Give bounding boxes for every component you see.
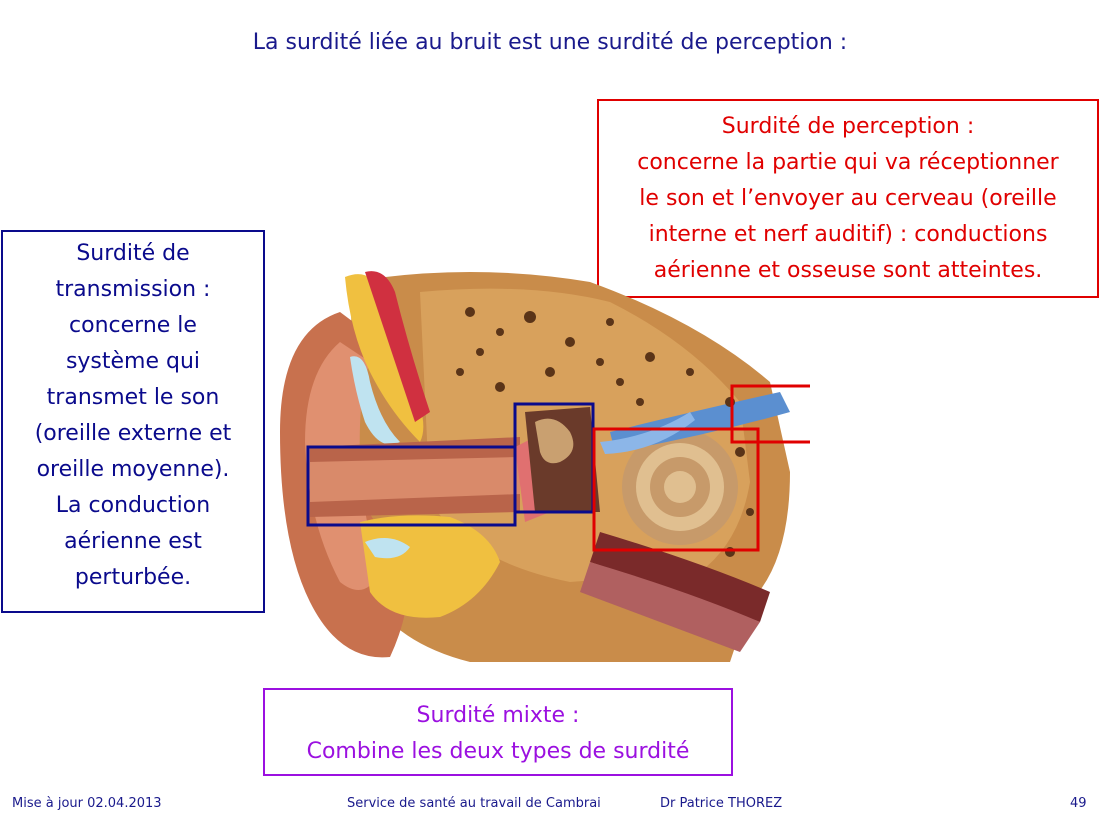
footer-author: Dr Patrice THOREZ [660, 796, 783, 811]
perception-box: Surdité de perception : concerne la part… [597, 99, 1099, 298]
ear-canal-inner-shape [310, 457, 520, 502]
transmission-line: Surdité de [76, 241, 190, 266]
footer-update: Mise à jour 02.04.2013 [12, 796, 162, 811]
cartilage-upper-shape [345, 274, 424, 442]
cartilage-highlight-lower-shape [365, 538, 410, 559]
perception-line: interne et nerf auditif) : conductions [648, 222, 1048, 247]
perception-line: Surdité de perception : [721, 114, 975, 139]
transmission-line: aérienne est [64, 529, 202, 554]
perception-line: le son et l’envoyer au cerveau (oreille [639, 186, 1057, 211]
vessel-layer-2-shape [580, 562, 760, 652]
page-number: 49 [1070, 796, 1087, 811]
transmission-line: La conduction [55, 493, 211, 518]
mixte-box: Surdité mixte : Combine les deux types d… [263, 688, 733, 776]
cochlea-ring-3 [664, 471, 696, 503]
ear-anatomy-illustration [280, 271, 810, 662]
muscle-band-shape [365, 271, 430, 422]
transmission-line: système qui [65, 349, 201, 374]
perception-line: aérienne et osseuse sont atteintes. [653, 258, 1043, 283]
transmission-line: (oreille externe et [34, 421, 232, 446]
transmission-line: oreille moyenne). [36, 457, 230, 482]
mixte-line: Combine les deux types de surdité [306, 739, 690, 764]
vessel-layer-shape [590, 532, 770, 622]
transmission-box: Surdité de transmission : concerne le sy… [1, 230, 265, 613]
perception-line: concerne la partie qui va réceptionner [637, 150, 1059, 175]
mixte-line: Surdité mixte : [416, 703, 580, 728]
transmission-line: transmet le son [46, 385, 220, 410]
cochlea-highlight [592, 427, 760, 552]
nerve-branch-shape [600, 412, 695, 454]
transmission-line: perturbée. [74, 565, 192, 590]
transmission-line: concerne le [69, 313, 197, 338]
cartilage-highlight-shape [350, 356, 400, 445]
nerve-highlight [730, 384, 810, 444]
slide-title: La surdité liée au bruit est une surdité… [252, 30, 848, 55]
footer-service: Service de santé au travail de Cambrai [347, 796, 601, 811]
ossicles-shape [535, 418, 574, 464]
transmission-line: transmission : [55, 277, 211, 302]
